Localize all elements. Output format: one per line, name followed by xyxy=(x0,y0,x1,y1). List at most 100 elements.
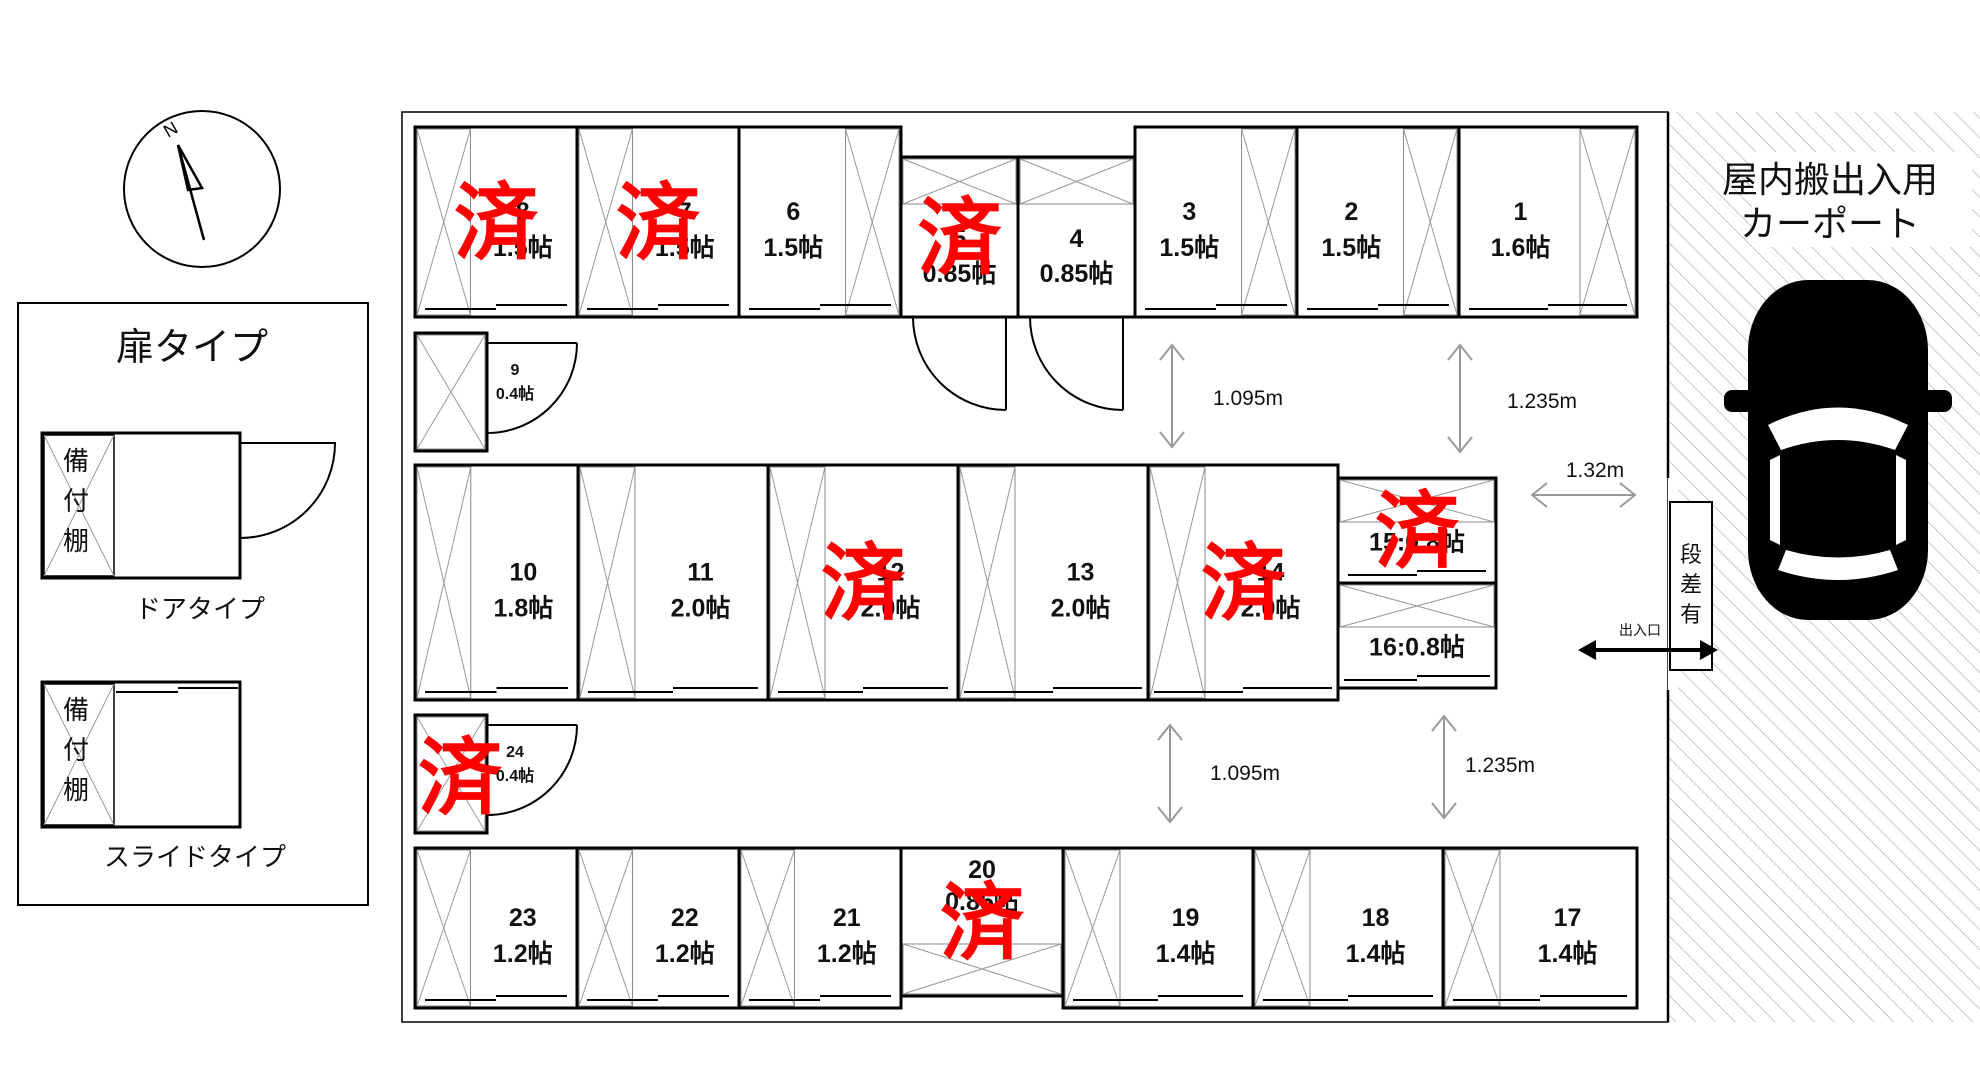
unit-number: 14 xyxy=(1257,559,1285,587)
legend-door-sample: 備 付 棚 xyxy=(40,431,337,580)
legend-slide-caption: スライドタイプ xyxy=(104,843,286,873)
storage-unit-16[interactable]: 16:0.8帖 xyxy=(1336,581,1498,690)
built-in-shelf xyxy=(1339,479,1495,523)
storage-unit-22[interactable]: 22 1.2帖 xyxy=(575,846,741,1010)
sold-mark: 済 xyxy=(616,174,701,272)
door-swing-icon xyxy=(486,342,578,434)
dimension-mid-right: 1.32m xyxy=(1530,459,1637,508)
storage-unit-9[interactable]: 90.4帖 xyxy=(413,331,578,453)
storage-unit-15[interactable]: 15:0.8帖済 xyxy=(1336,476,1498,585)
dimension-label: 1.32m xyxy=(1566,459,1624,482)
sold-mark: 済 xyxy=(454,174,539,272)
built-in-shelf xyxy=(769,466,826,699)
unit-outline xyxy=(1133,125,1299,319)
storage-unit-24[interactable]: 240.4帖済 xyxy=(413,713,578,835)
unit-outline xyxy=(1146,463,1340,702)
storage-unit-3[interactable]: 31.5帖 xyxy=(1133,125,1299,319)
unit-label: 16:0.8帖 xyxy=(1369,634,1465,662)
built-in-shelf xyxy=(1579,128,1636,316)
unit-outline xyxy=(737,125,903,319)
unit-outline xyxy=(413,125,579,319)
unit-number: 22 xyxy=(671,904,699,932)
dimension-label: 1.235m xyxy=(1465,754,1535,777)
storage-unit-4[interactable]: 40.85帖 xyxy=(1016,155,1137,411)
unit-size: 1.2帖 xyxy=(655,940,715,968)
unit-outline xyxy=(576,463,770,702)
built-in-shelf xyxy=(1444,849,1501,1007)
shelf-char-2: 付 xyxy=(63,736,89,766)
compass-north-label: N xyxy=(160,118,181,142)
storage-unit-1[interactable]: 1 1.6帖 xyxy=(1457,125,1639,319)
unit-size: 1.4帖 xyxy=(1156,940,1216,968)
storage-unit-6[interactable]: 61.5帖 xyxy=(737,125,903,319)
built-in-shelf xyxy=(1064,849,1121,1007)
shelf-char-1: 備 xyxy=(63,696,89,726)
unit-outline xyxy=(1061,846,1255,1010)
unit-size: 1.5帖 xyxy=(493,234,553,262)
storage-unit-18[interactable]: 181.4帖 xyxy=(1251,846,1445,1010)
unit-size: 2.0帖 xyxy=(671,595,731,623)
unit-size: 1.5帖 xyxy=(763,234,823,262)
dimension-label: 1.095m xyxy=(1213,387,1283,410)
storage-unit-12[interactable]: 122.0帖済 xyxy=(766,463,960,702)
storage-unit-17[interactable]: 171.4帖 xyxy=(1441,846,1639,1010)
unit-outline xyxy=(575,125,741,319)
built-in-shelf xyxy=(1339,584,1495,628)
door-swing-icon xyxy=(486,724,578,816)
unit-outline xyxy=(413,846,579,1010)
sold-mark: 済 xyxy=(940,874,1025,972)
storage-unit-14[interactable]: 142.0帖済 xyxy=(1146,463,1340,702)
entrance-label: 出入口 xyxy=(1619,623,1661,639)
unit-size: 0.85帖 xyxy=(923,260,997,288)
built-in-shelf xyxy=(416,466,472,699)
step-char-2: 差 xyxy=(1680,573,1702,598)
storage-unit-19[interactable]: 191.4帖 xyxy=(1061,846,1255,1010)
built-in-shelf xyxy=(1241,128,1296,316)
storage-unit-7[interactable]: 71.5帖済 xyxy=(575,125,741,319)
unit-number: 9 xyxy=(511,362,520,379)
built-in-shelf xyxy=(959,466,1016,699)
unit-outline xyxy=(899,846,1065,998)
dimension-label: 1.095m xyxy=(1210,762,1280,785)
sold-mark: 済 xyxy=(917,189,1002,287)
storage-unit-13[interactable]: 132.0帖 xyxy=(956,463,1150,702)
unit-outline xyxy=(1336,581,1498,690)
unit-number: 1 xyxy=(1514,198,1528,226)
built-in-shelf xyxy=(578,849,633,1007)
storage-unit-23[interactable]: 23 1.2帖 xyxy=(413,846,579,1010)
built-in-shelf xyxy=(902,943,1062,995)
storage-unit-8[interactable]: 81.5帖済 xyxy=(413,125,579,319)
unit-size: 1.4帖 xyxy=(1538,940,1598,968)
unit-size: 1.6帖 xyxy=(1491,234,1551,262)
built-in-shelf xyxy=(845,128,900,316)
sold-mark: 済 xyxy=(821,535,906,633)
unit-number: 12 xyxy=(877,559,905,587)
storage-unit-21[interactable]: 211.2帖 xyxy=(737,846,903,1010)
storage-unit-11[interactable]: 11 2.0帖 xyxy=(576,463,770,702)
unit-number: 11 xyxy=(687,559,714,587)
built-in-shelf xyxy=(416,849,471,1007)
unit-size: 1.8帖 xyxy=(494,595,554,623)
unit-outline xyxy=(1016,155,1137,319)
unit-size: 1.2帖 xyxy=(493,940,553,968)
storage-unit-10[interactable]: 101.8帖 xyxy=(413,463,580,702)
shelf-char-1: 備 xyxy=(63,447,89,477)
carport-area: 屋内搬出入用 カーポート xyxy=(1668,112,1980,1022)
car-icon xyxy=(1724,280,1952,620)
unit-size: 2.0帖 xyxy=(1051,595,1111,623)
dimension-bottom-left: 1.095m xyxy=(1157,723,1280,824)
built-in-shelf xyxy=(1019,158,1134,205)
unit-outline xyxy=(1295,125,1461,319)
legend-slide-sample: 備 付 棚 xyxy=(40,680,242,829)
unit-outline xyxy=(1441,846,1639,1010)
unit-number: 21 xyxy=(833,904,861,932)
door-swing-icon xyxy=(1029,316,1124,411)
built-in-shelf xyxy=(740,849,795,1007)
unit-size: 1.5帖 xyxy=(655,234,715,262)
built-in-shelf xyxy=(1149,466,1206,699)
storage-unit-2[interactable]: 21.5帖 xyxy=(1295,125,1461,319)
built-in-shelf xyxy=(416,334,486,450)
unit-number: 23 xyxy=(509,904,537,932)
